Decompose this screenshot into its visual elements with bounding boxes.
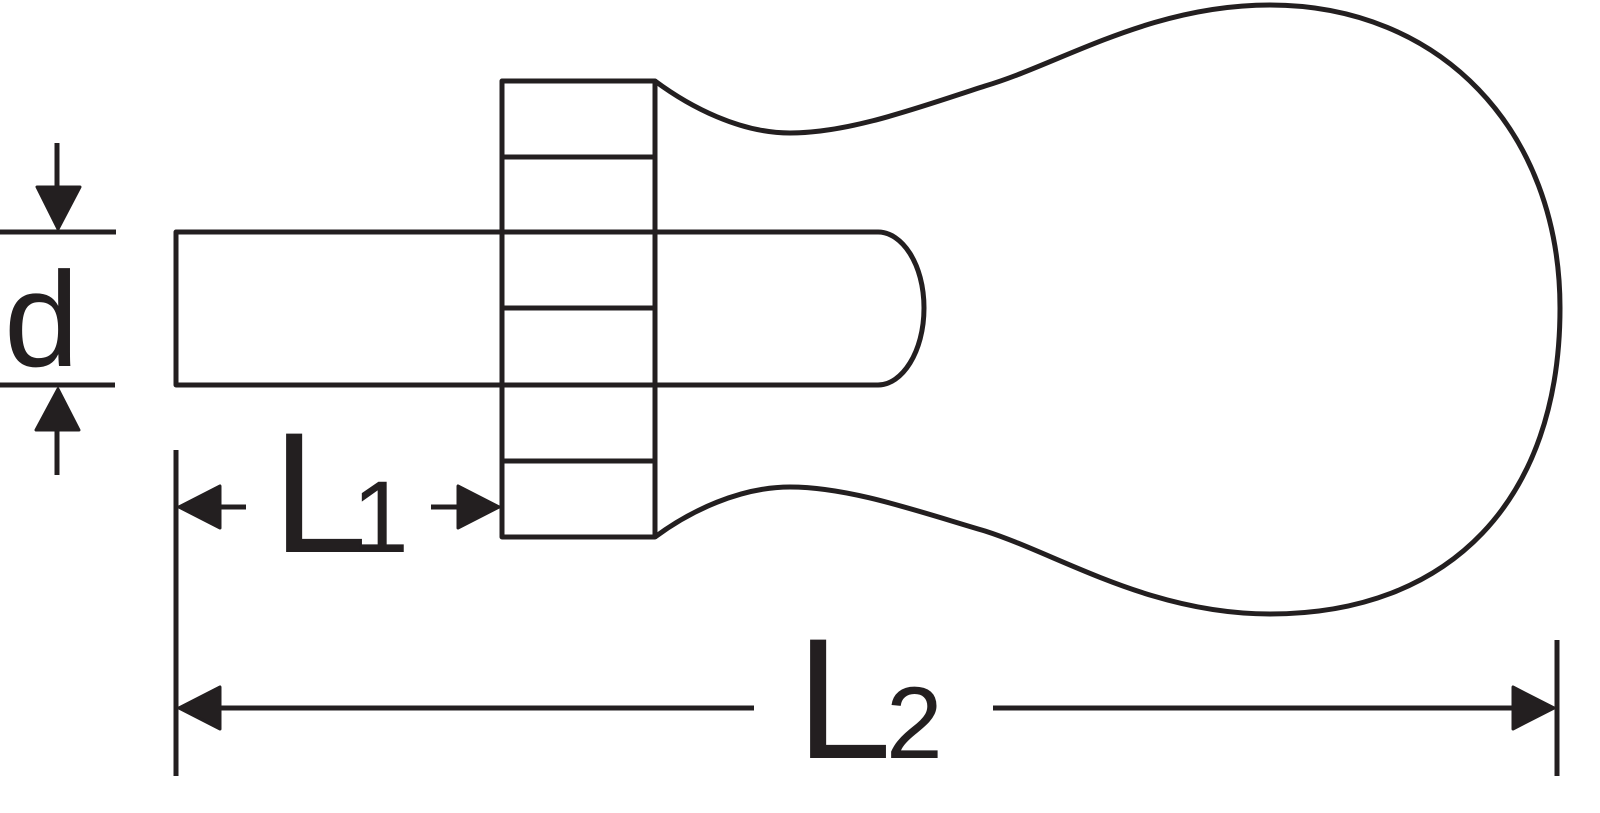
arrow-right-icon <box>456 484 501 530</box>
l1-dimension: L 1 <box>173 397 501 776</box>
arrow-up-icon <box>34 387 81 432</box>
handle-outline <box>653 2 1563 617</box>
arrow-right-icon <box>1511 685 1556 731</box>
shaft <box>173 229 927 388</box>
arrow-down-icon <box>35 185 82 231</box>
l1-label: L <box>272 397 368 589</box>
l2-dimension: L 2 <box>177 603 1560 795</box>
l1-subscript: 1 <box>352 460 409 574</box>
diameter-label: d <box>4 244 79 395</box>
l2-label: L <box>796 603 892 795</box>
arrow-left-icon <box>177 685 222 731</box>
diameter-dimension: d <box>0 143 116 475</box>
arrow-left-icon <box>177 484 222 530</box>
l2-subscript: 2 <box>886 666 943 780</box>
